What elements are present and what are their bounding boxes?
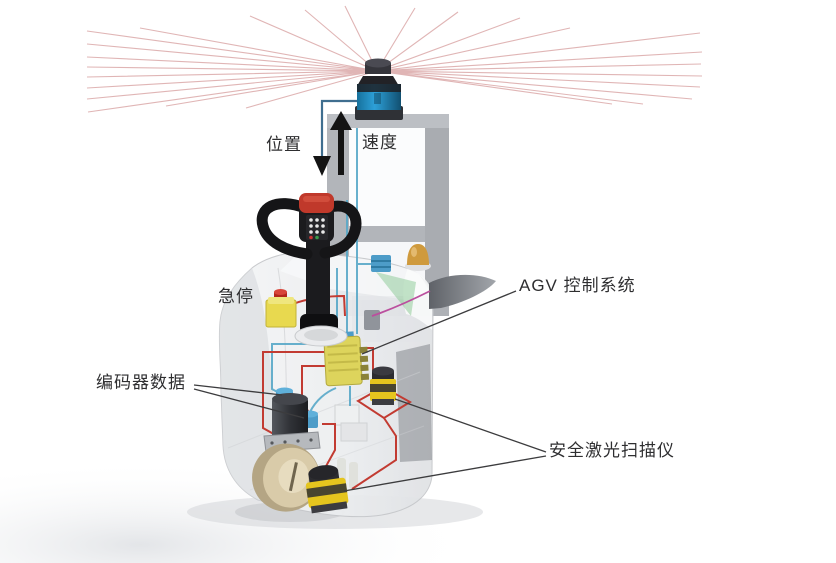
safety-scanner-bottom [305, 465, 349, 514]
nav-scanner-cone [357, 76, 399, 86]
inner-compartment-panel [396, 344, 432, 462]
wiring-magenta [371, 290, 431, 317]
label-emergency-stop: 急停 [218, 287, 254, 306]
safety-scanner-mid [370, 366, 396, 405]
label-position: 位置 [266, 135, 302, 154]
laser-rays [86, 5, 703, 113]
label-agv-control-system: AGV 控制系统 [519, 276, 636, 295]
emergency-stop-button [265, 289, 297, 328]
nav-scanner-head [365, 63, 391, 74]
fork-arm [429, 274, 496, 309]
position-down-arrow-icon [313, 156, 331, 176]
tiller-grip-left [256, 198, 313, 260]
tiller-handle [256, 193, 362, 347]
signal-beacon [405, 244, 431, 271]
mast-window-upper [349, 128, 425, 226]
battery-boxes [334, 404, 368, 442]
navigation-laser-scanner [355, 58, 403, 120]
body-right-cover [403, 268, 432, 330]
leader-encoder-1 [193, 384, 283, 396]
leader-encoder-2 [193, 388, 305, 419]
relay-module-blue [371, 255, 391, 272]
green-sensor-plane [376, 272, 416, 316]
tiller-grip-right [319, 200, 362, 259]
speed-up-arrow-icon [330, 111, 352, 175]
mast-mid-bar [349, 226, 425, 242]
relay-module-gray [364, 310, 380, 330]
leader-agv-control [361, 290, 517, 355]
label-safety-laser-scanner: 安全激光扫描仪 [549, 441, 675, 460]
leader-safety-1 [394, 398, 547, 453]
label-encoder-data: 编码器数据 [96, 373, 186, 392]
label-speed: 速度 [362, 133, 398, 152]
leader-lines [193, 290, 547, 492]
leader-safety-2 [343, 455, 547, 492]
drive-wheel [252, 443, 321, 512]
position-feedback-line [313, 99, 357, 176]
